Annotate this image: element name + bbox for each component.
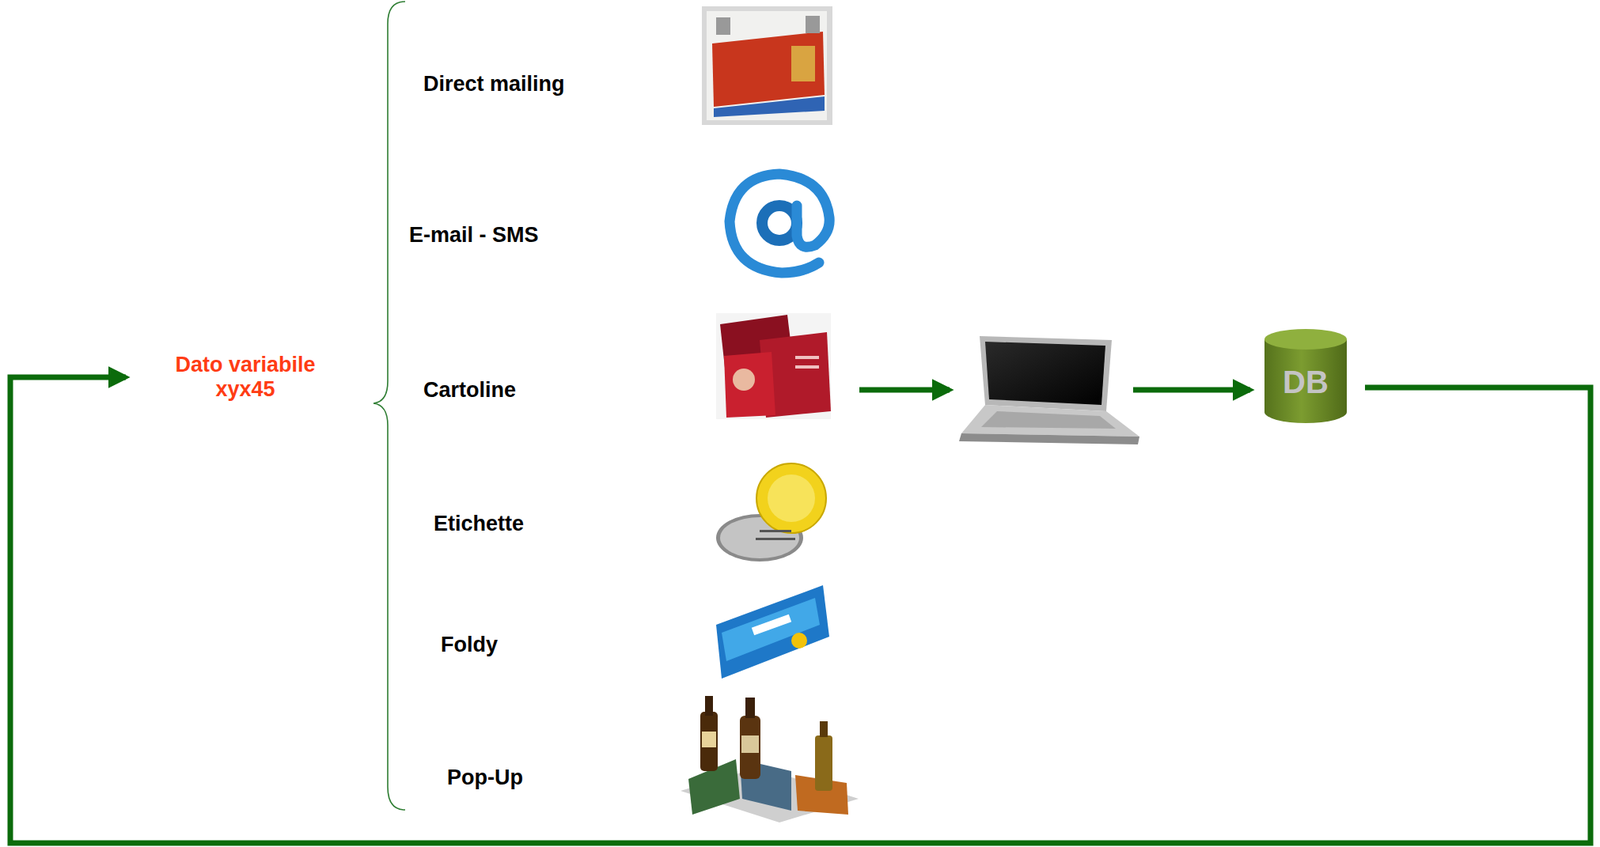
- channel-label: Pop-Up: [447, 765, 524, 791]
- variable-data-text: Dato variabile xyx45: [154, 352, 337, 402]
- node-text: Dato variabile xyx45: [154, 352, 337, 402]
- postcards-image: [716, 313, 831, 420]
- brace: [373, 1, 406, 811]
- labels-image: [716, 463, 827, 562]
- channel-label: Foldy: [440, 633, 498, 658]
- flow-arrow: [859, 387, 950, 394]
- laptop-image: [959, 336, 1140, 445]
- popup-image: [680, 696, 859, 823]
- channel-label: E-mail - SMS: [409, 223, 539, 248]
- database-cylinder: DB: [1263, 328, 1348, 425]
- db-label: DB: [1282, 364, 1329, 401]
- flow-arrow: [1133, 387, 1251, 394]
- channel-label: Etichette: [433, 511, 524, 537]
- channel-label: Cartoline: [423, 378, 516, 403]
- mailing-image: [701, 6, 833, 126]
- channel-label: Direct mailing: [423, 72, 565, 97]
- email-icon: [729, 174, 830, 273]
- foldy-image: [716, 585, 830, 679]
- feedback-connector: [10, 377, 1591, 844]
